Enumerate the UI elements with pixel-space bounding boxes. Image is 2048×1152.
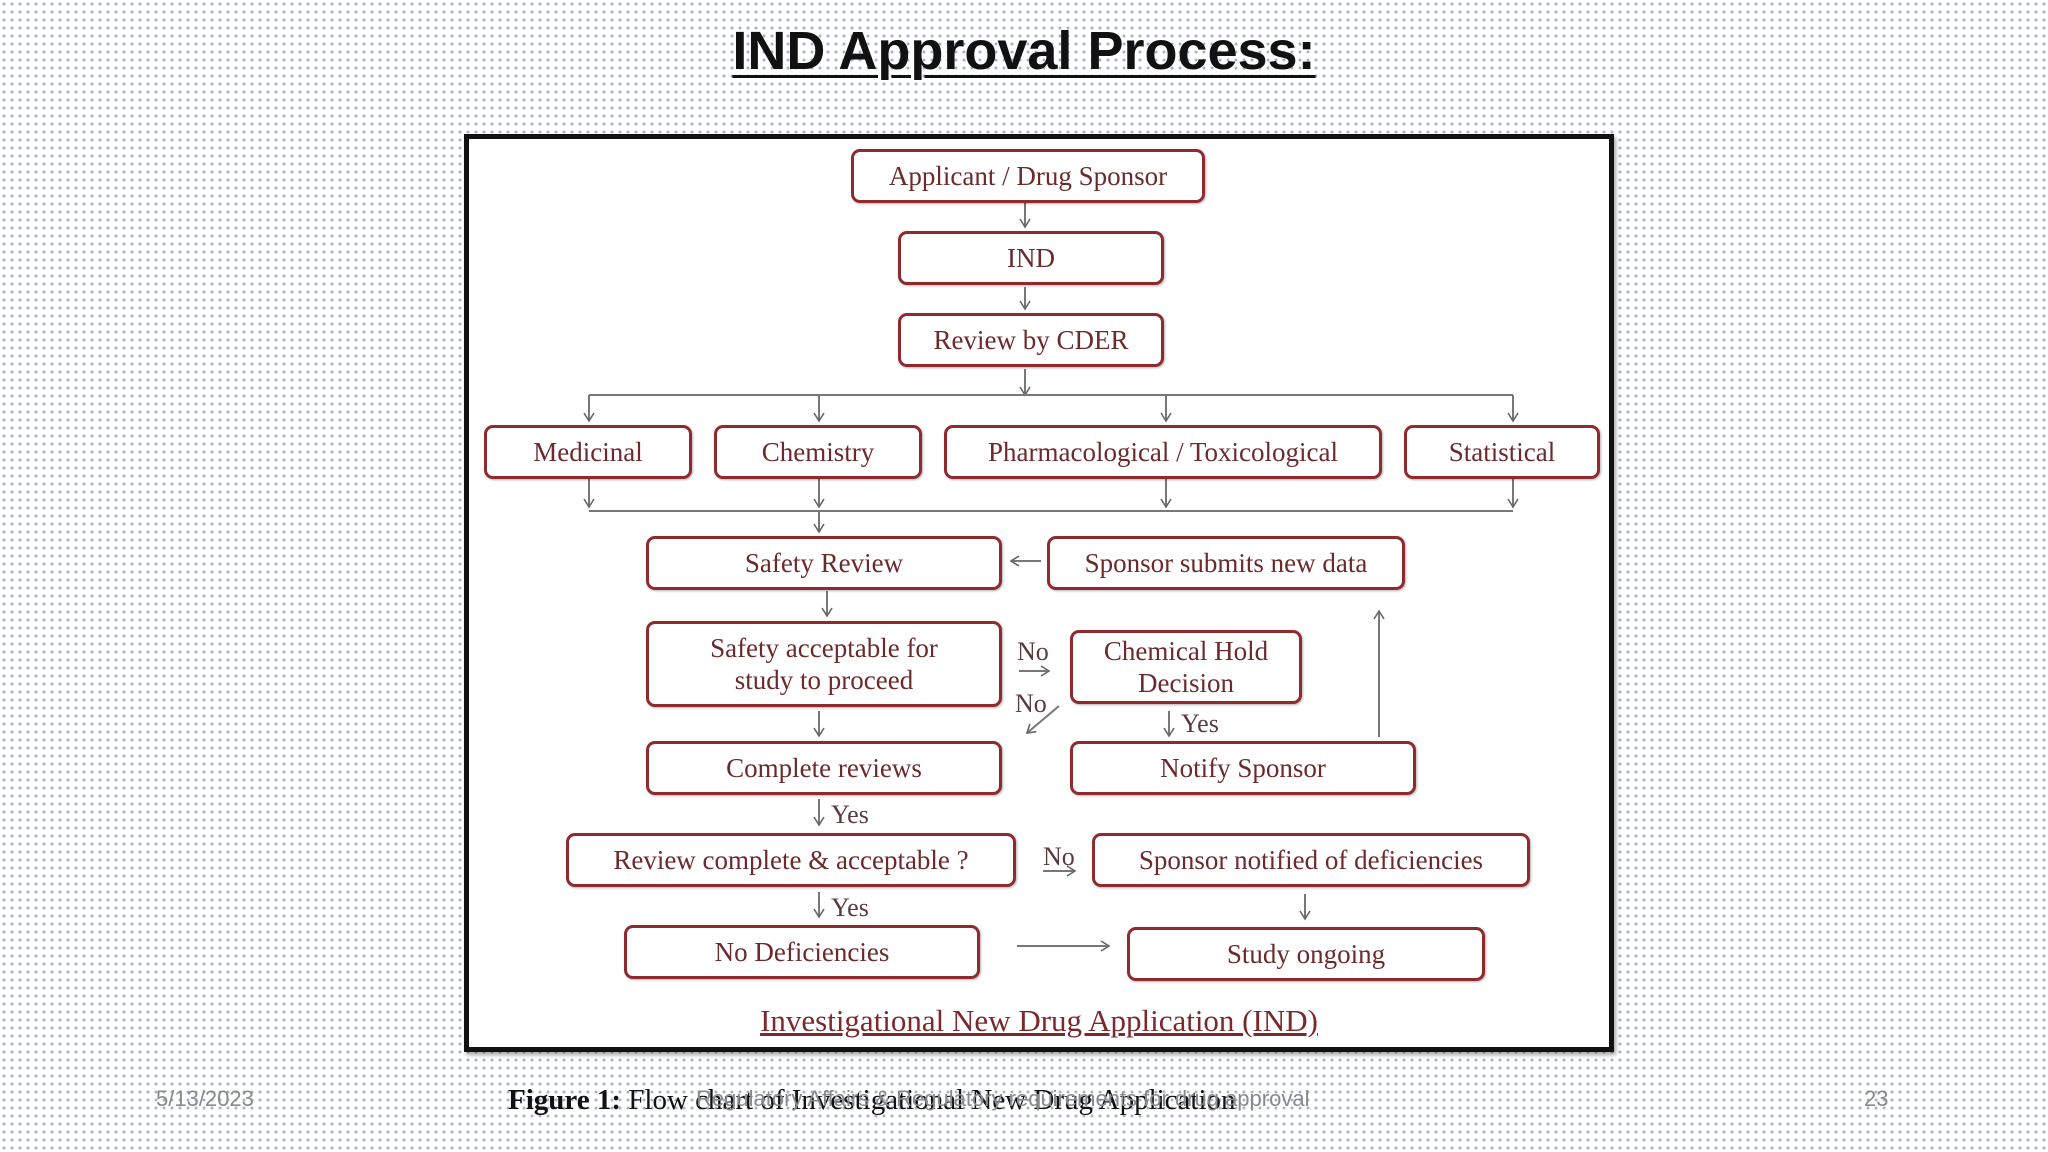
node-chemical-hold-decision: Chemical Hold Decision (1070, 630, 1302, 704)
flowchart-connectors (583, 203, 1519, 952)
node-safety-acceptable: Safety acceptable for study to proceed (646, 621, 1002, 707)
label-no-hold: No (1015, 689, 1047, 718)
node-review-by-cder: Review by CDER (898, 313, 1164, 367)
label-yes-hold: Yes (1181, 709, 1219, 738)
figure-subtitle: Investigational New Drug Application (IN… (760, 1003, 1318, 1038)
footer-page-number: 23 (1864, 1086, 1889, 1111)
node-sponsor-submits-new-data: Sponsor submits new data (1047, 536, 1405, 590)
slide-title: IND Approval Process: (732, 21, 1316, 81)
node-chemistry: Chemistry (714, 425, 922, 479)
footer-center-text: Regulatory Affairs & Regulatory requirem… (696, 1086, 1310, 1111)
node-safety-review: Safety Review (646, 536, 1002, 590)
node-applicant-drug-sponsor: Applicant / Drug Sponsor (851, 149, 1205, 203)
label-no-safety: No (1017, 637, 1049, 666)
node-review-complete-acceptable: Review complete & acceptable ? (566, 833, 1016, 887)
node-pharmacological-toxicological: Pharmacological / Toxicological (944, 425, 1382, 479)
figure-caption-prefix: Figure 1: (508, 1084, 622, 1116)
node-statistical: Statistical (1404, 425, 1600, 479)
node-medicinal: Medicinal (484, 425, 692, 479)
label-yes-complete: Yes (831, 800, 869, 829)
node-notify-sponsor: Notify Sponsor (1070, 741, 1416, 795)
node-ind: IND (898, 231, 1164, 285)
label-yes-review: Yes (831, 893, 869, 922)
node-sponsor-notified-of-deficiencies: Sponsor notified of deficiencies (1092, 833, 1530, 887)
label-no-review: No (1043, 842, 1075, 871)
node-no-deficiencies: No Deficiencies (624, 925, 980, 979)
footer-date: 5/13/2023 (156, 1086, 254, 1111)
figure-caption-text: Flow chart of Investigational New Drug A… (628, 1084, 1236, 1116)
node-complete-reviews: Complete reviews (646, 741, 1002, 795)
figure-caption: Figure 1: Flow chart of Investigational … (508, 1084, 1236, 1117)
flowchart-figure: Applicant / Drug Sponsor IND Review by C… (464, 134, 1614, 1052)
node-study-ongoing: Study ongoing (1127, 927, 1485, 981)
